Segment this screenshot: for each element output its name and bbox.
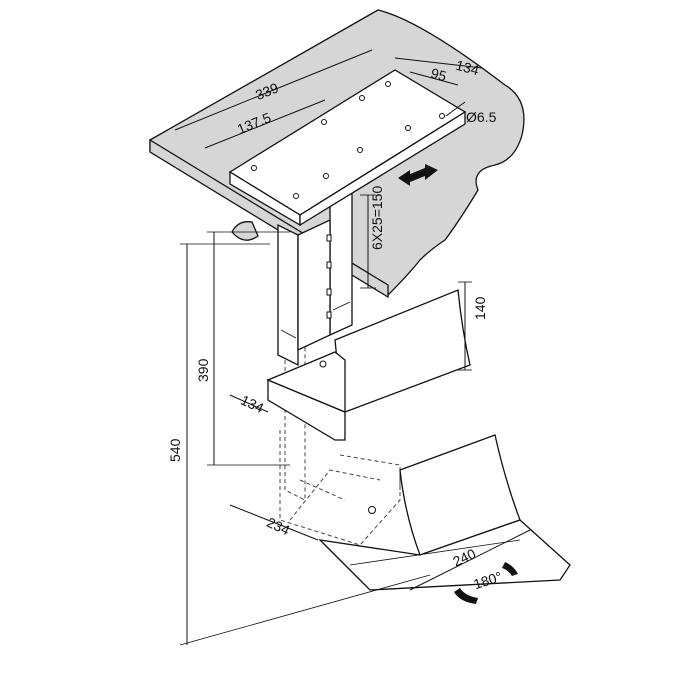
dim-max-height: 540	[167, 438, 183, 462]
dim-height-adjust: 6X25=150	[369, 186, 385, 250]
dim-min-height: 390	[195, 358, 211, 382]
cradle-rotated	[318, 434, 571, 591]
rotate-left-arrow-icon	[454, 588, 478, 604]
telescopic-column	[277, 189, 353, 367]
dim-hole-diameter: Ø6.5	[466, 109, 497, 125]
cradle-upper	[266, 289, 471, 441]
dim-cradle-height: 140	[472, 296, 488, 320]
adjustment-holes	[326, 234, 332, 319]
dimension-lines	[174, 49, 531, 646]
dim-max-width: 234	[264, 514, 292, 538]
dim-hole-spacing: 95	[429, 65, 448, 85]
slide-arrow-icon	[398, 164, 438, 186]
dim-top-depth: 134	[454, 57, 481, 79]
mounting-plate	[228, 69, 467, 227]
rotate-right-arrow-icon	[502, 562, 518, 576]
adjustment-knob	[231, 221, 259, 241]
screw-holes	[251, 81, 445, 199]
dim-cradle-width: 134	[238, 392, 266, 416]
